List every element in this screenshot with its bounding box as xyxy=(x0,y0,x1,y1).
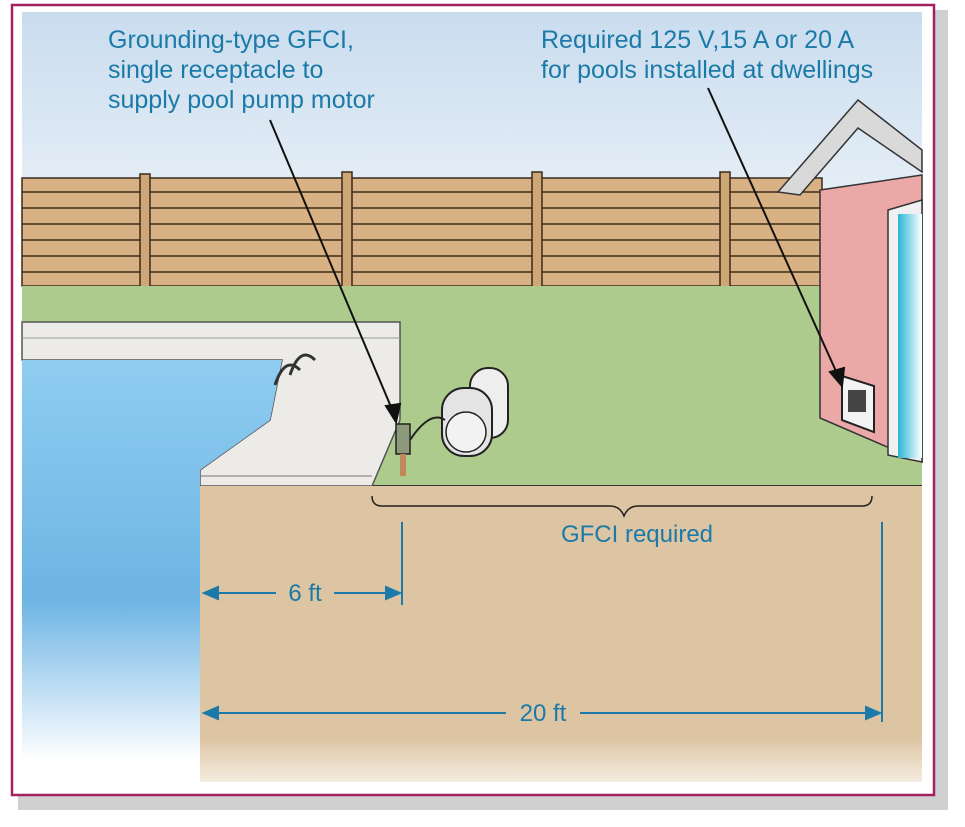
gfci-required-label: GFCI required xyxy=(561,521,713,548)
gfci-receptacle xyxy=(395,423,411,476)
gfci-zone-brace xyxy=(371,495,873,519)
leader-arrows xyxy=(269,87,846,425)
pool-ladder xyxy=(273,353,317,386)
dimension-20ft: 20 ft xyxy=(520,700,567,727)
dimension-6ft: 6 ft xyxy=(288,580,322,607)
pool-pump-motor xyxy=(409,367,509,457)
pool-water xyxy=(22,360,282,760)
gfci-callout: Grounding-type GFCI, single receptacle t… xyxy=(108,26,375,114)
fence xyxy=(21,171,823,289)
required-receptacle-callout: Required 125 V,15 A or 20 A for pools in… xyxy=(541,26,873,84)
soil-section xyxy=(200,486,922,782)
wall-receptacle xyxy=(841,374,875,434)
dimension-lines xyxy=(201,522,883,722)
